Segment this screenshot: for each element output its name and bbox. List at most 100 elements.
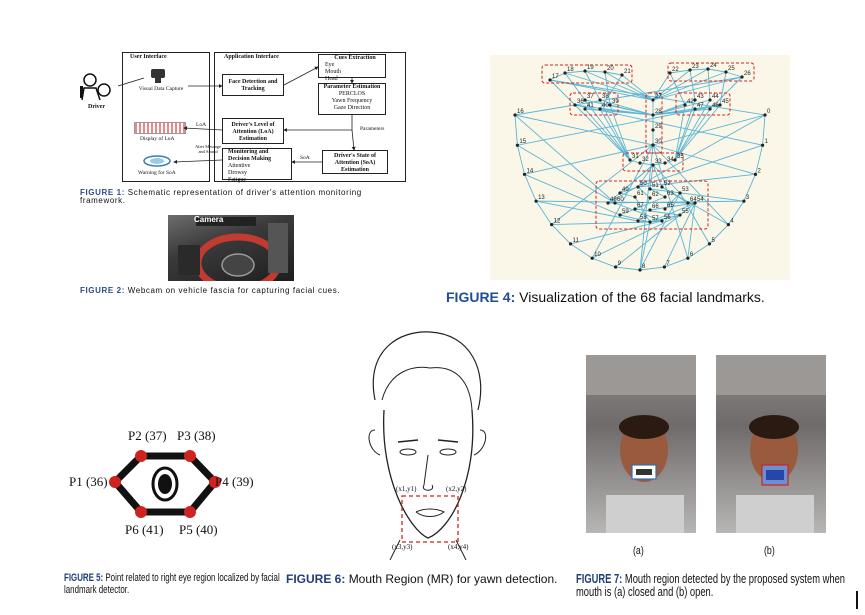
landmark-point [550,223,554,227]
mesh-edge [619,144,763,194]
mesh-edge [524,144,654,175]
landmark-point [638,161,642,165]
mesh-edge [609,104,631,161]
mesh-edge [524,174,537,202]
landmark-label: 4 [730,219,734,225]
display-loa-label: Display of LoA [140,136,175,142]
warning-icon [142,154,172,168]
point-x2y2: (x2,y2) [446,485,467,493]
landmark-point [633,207,637,211]
mesh-edge [551,221,651,226]
mesh-edge [549,79,766,116]
mesh-edge [629,159,641,164]
landmark-label: 1 [765,139,769,145]
eye-point [135,506,147,518]
figure-2-photo: Camera [168,215,294,281]
figure-1-caption: FIGURE 1: Schematic representation of dr… [80,189,400,205]
landmark-point [673,158,677,162]
application-interface-panel [214,52,406,182]
figure-6-caption: FIGURE 6: Mouth Region (MR) for yawn det… [286,572,557,586]
landmark-label: 55 [682,209,689,215]
landmark-region-box [675,92,731,116]
cues-item: Eye [325,62,335,68]
landmark-point [693,107,697,111]
mesh-edge [637,197,651,222]
mesh-edge [517,104,721,146]
figure-7b-label: (b) [764,545,775,557]
landmark-point [606,201,610,205]
mesh-edge [652,108,696,116]
arrow-parameters-label: Parameters [360,126,385,132]
mesh-edge [615,202,696,268]
landmark-point [660,219,664,223]
landmark-region-box [645,92,663,154]
figure-1-caption-text: Schematic representation of driver's att… [80,188,362,205]
figure-2-caption: FIGURE 2: Webcam on vehicle fascia for c… [80,287,400,295]
monitoring-item: Fatigue [228,177,246,183]
application-interface-header: Application Interface [224,54,279,60]
mesh-edge [634,196,651,223]
landmark-point [628,158,632,162]
landmark-point [513,113,517,117]
mesh-edge [599,74,623,110]
landmark-label: 65 [667,203,674,209]
landmark-point [515,143,520,147]
mesh-edge [517,144,616,204]
mesh-edge [619,192,636,198]
cues-extraction-box: Cues Extraction Eye Mouth Head [318,54,386,82]
mesh-edge [514,114,518,146]
mesh-edge [592,257,616,268]
landmark-label: 8 [642,264,646,270]
mesh-edge [652,72,671,101]
figure-5-eye: P2 (37) P3 (38) P1 (36) P4 (39) P6 (41) … [69,420,275,550]
landmark-point [534,199,538,203]
parameter-title: Parameter Estimation [323,84,381,90]
landmark-label: 38 [602,94,609,100]
mesh-edge [664,159,676,164]
warning-soa-label: Warning for SoA [138,170,176,176]
mesh-edge [652,69,691,101]
landmark-point [568,242,573,246]
landmark-point [753,172,758,176]
landmark-point [663,195,667,199]
landmark-label: 50 [640,181,647,187]
landmark-label: 62 [652,192,659,198]
landmark-point [686,201,690,205]
landmark-point [683,103,687,107]
mesh-edge [570,220,663,245]
mesh-edge [549,79,576,106]
landmark-point [707,242,712,246]
landmark-point [608,103,612,107]
eye-point [184,450,196,462]
landmark-point [651,98,655,102]
landmark-label: 59 [622,209,629,215]
landmark-point [522,172,527,176]
mesh-edge [674,99,696,161]
mesh-edge [574,104,631,161]
landmark-label: 25 [728,66,735,72]
landmark-label: 10 [594,252,601,258]
landmark-point [663,161,667,165]
mesh-edge [619,196,666,216]
figure-6-caption-label: FIGURE 6: [286,572,346,586]
mesh-edge [687,243,710,259]
landmark-label: 20 [607,66,614,72]
loa-estimation-box: Driver's Level of Attention (LoA) Estima… [222,118,284,144]
parameter-item: Gaze Direction [333,105,371,111]
figure-6-caption-text: Mouth Region (MR) for yawn detection. [348,572,558,586]
landmark-point [614,265,618,269]
driver-label: Driver [88,104,105,110]
mesh-edge [564,70,586,74]
landmark-label: 37 [587,94,594,100]
landmark-label: 52 [664,181,671,187]
landmark-point [651,128,655,132]
mesh-edge [639,144,654,271]
mesh-edge [619,214,651,223]
mesh-edge [514,114,616,204]
mesh-edge [570,243,593,259]
figure-1: Driver User Interface Application Interf… [78,50,408,190]
figure-7-caption: FIGURE 7: Mouth region detected by the p… [576,572,858,598]
landmark-label: 53 [682,187,689,193]
soa-estimation-box: Driver's State of Attention (SoA) Estima… [322,150,388,174]
